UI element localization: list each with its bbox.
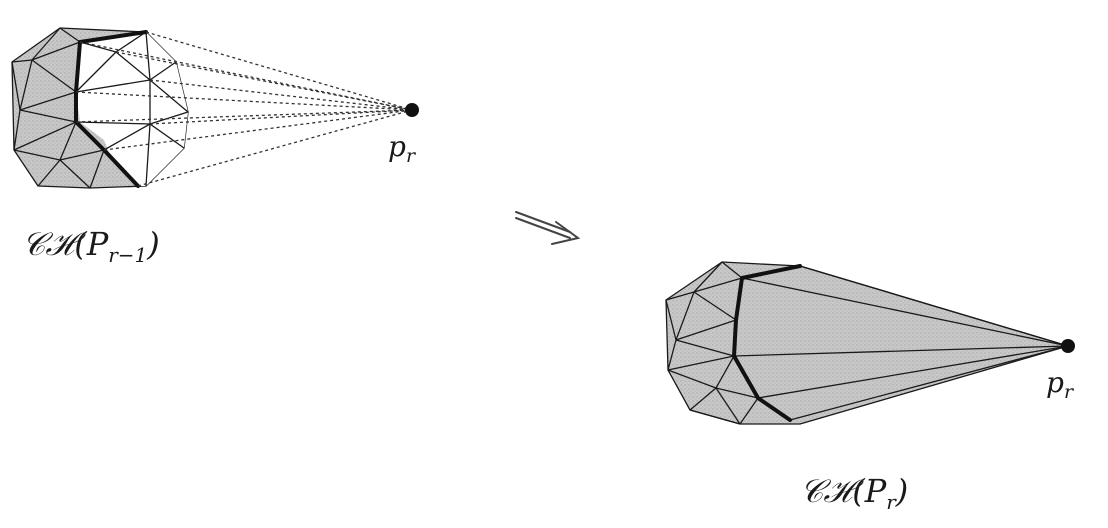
left-hull-label: 𝒞ℋ(Pr−1) — [22, 225, 160, 267]
left-point-pr — [405, 103, 419, 117]
left-hull — [12, 28, 188, 188]
left-point-label: pr — [388, 130, 417, 167]
right-point-pr — [1061, 339, 1075, 353]
right-point-label: pr — [1046, 366, 1075, 403]
right-hull-label: 𝒞ℋ(Pr) — [800, 472, 908, 514]
double-line-arrow-icon — [516, 212, 578, 244]
right-hull — [666, 262, 1068, 424]
